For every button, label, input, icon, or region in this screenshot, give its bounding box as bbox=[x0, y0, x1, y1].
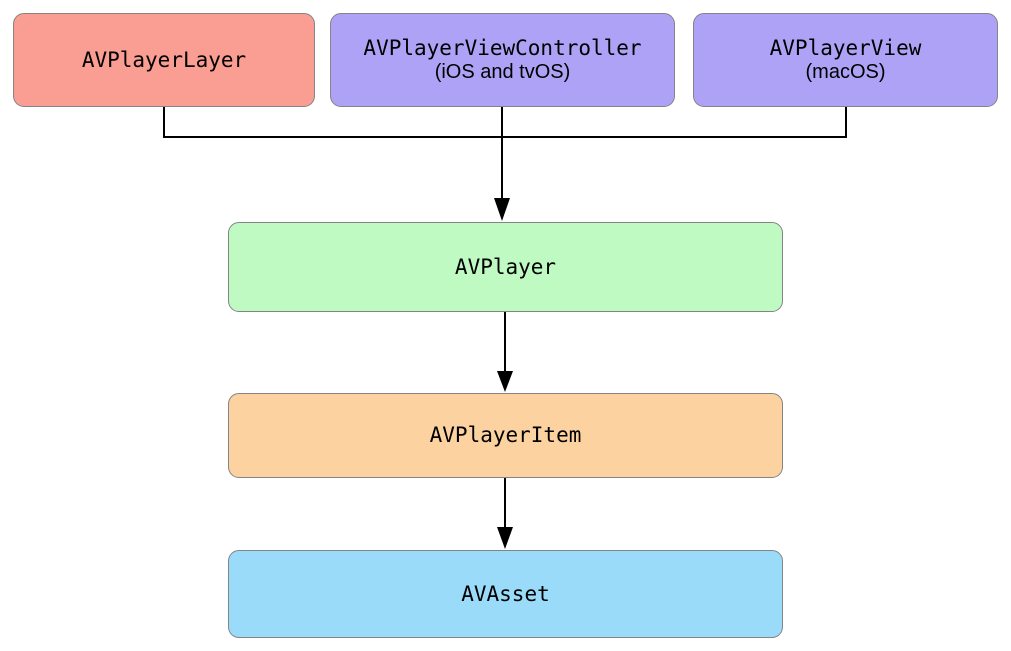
node-label: AVAsset bbox=[461, 581, 550, 606]
node-avasset: AVAsset bbox=[228, 550, 783, 638]
node-avplayerview: AVPlayerView (macOS) bbox=[693, 13, 998, 107]
arrowhead-avplayeritem-icon bbox=[497, 371, 513, 392]
arrowhead-avplayer-icon bbox=[494, 198, 510, 221]
node-label: AVPlayerItem bbox=[429, 423, 582, 448]
node-avplayer: AVPlayer bbox=[228, 222, 783, 312]
node-label: AVPlayerLayer bbox=[81, 47, 247, 72]
node-avplayerviewcontroller: AVPlayerViewController (iOS and tvOS) bbox=[330, 13, 675, 107]
node-sublabel: (iOS and tvOS) bbox=[434, 61, 571, 84]
node-label: AVPlayer bbox=[454, 254, 557, 279]
arrowhead-avasset-icon bbox=[497, 527, 513, 549]
node-avplayerlayer: AVPlayerLayer bbox=[13, 13, 315, 107]
node-label: AVPlayerView bbox=[769, 35, 922, 60]
node-avplayeritem: AVPlayerItem bbox=[228, 393, 783, 478]
node-label: AVPlayerViewController bbox=[363, 35, 642, 60]
node-sublabel: (macOS) bbox=[805, 61, 886, 84]
